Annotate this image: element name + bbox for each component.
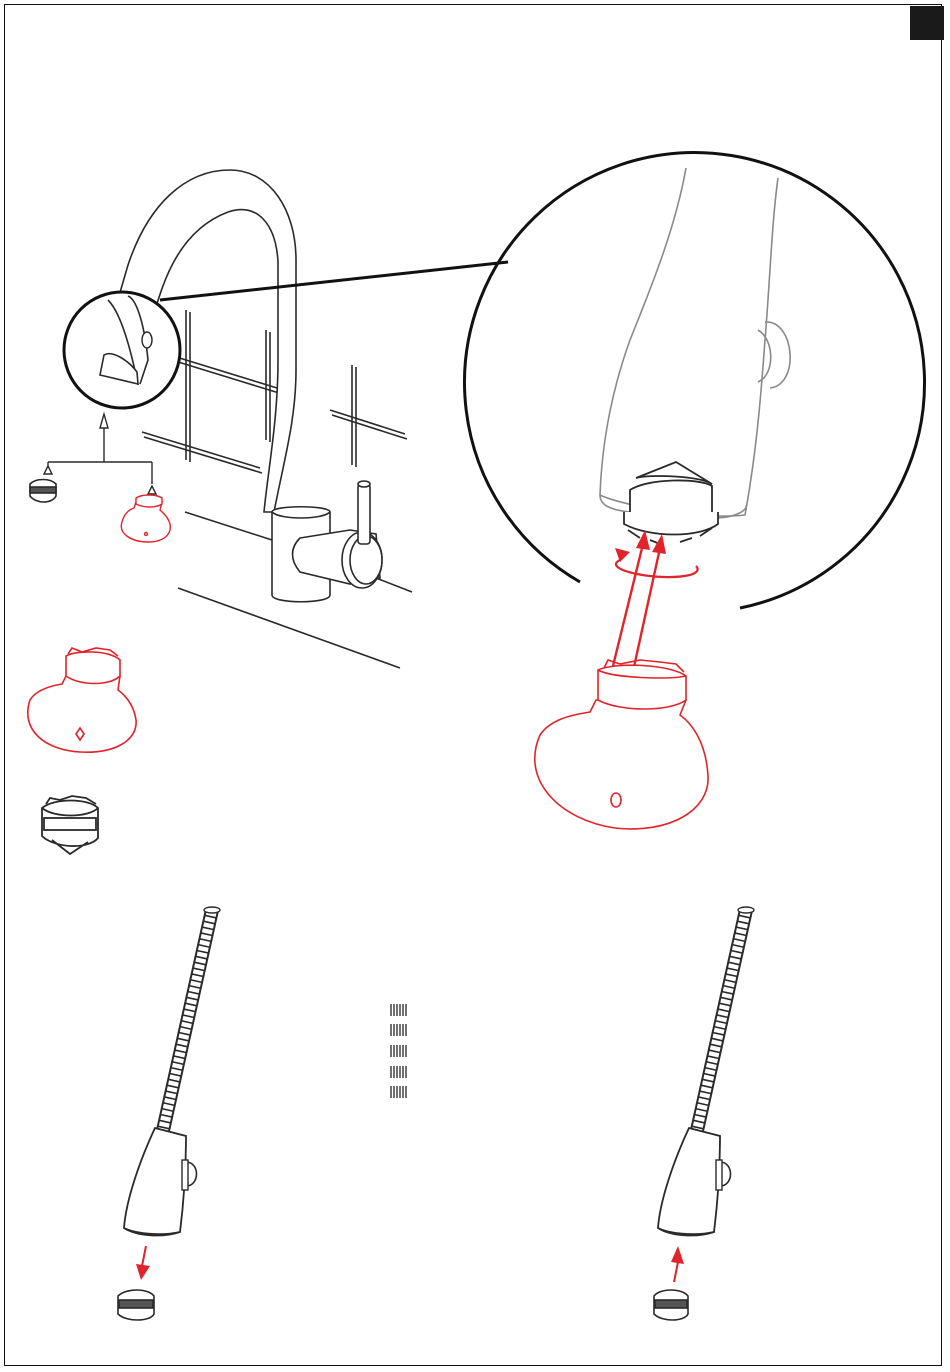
small-aerator-icon xyxy=(30,480,56,503)
hose-left-icon xyxy=(118,907,220,1320)
cleaning-tool-large-icon xyxy=(535,660,708,829)
small-cleaning-tool-icon xyxy=(121,495,170,542)
cleaning-tool-medium-icon xyxy=(28,648,136,752)
magnified-detail-icon xyxy=(465,153,925,676)
cleaning-marks-icon xyxy=(391,1004,406,1098)
parts-tree xyxy=(44,414,156,494)
spout-detail-circle xyxy=(64,292,180,408)
hose-right-icon xyxy=(654,907,754,1320)
zoom-connector-line xyxy=(160,262,508,300)
aerator-icon xyxy=(42,796,98,854)
